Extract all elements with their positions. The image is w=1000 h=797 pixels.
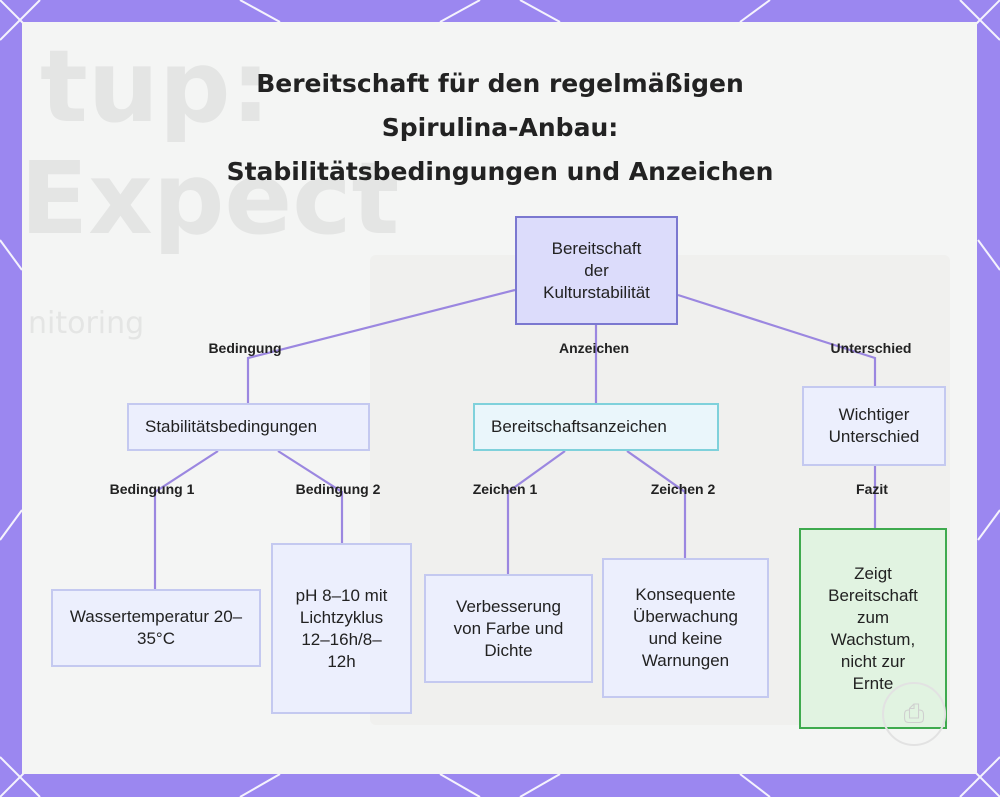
- edge-label-zeichen-2: Zeichen 2: [650, 481, 716, 497]
- edge-stabilitaet-ph: [277, 450, 344, 543]
- edge-stabilitaet-wasser: [153, 450, 219, 589]
- edge-label-unterschied: Unterschied: [830, 340, 912, 356]
- edge-label-bedingung: Bedingung: [208, 340, 282, 356]
- edge-label-anzeichen: Anzeichen: [558, 340, 630, 356]
- edge-label-bedingung-1: Bedingung 1: [109, 481, 195, 497]
- node-ph-lichtzyklus: pH 8–10 mit Lichtzyklus 12–16h/8–12h: [271, 543, 412, 714]
- node-stabilitaetsbedingungen: Stabilitätsbedingungen: [127, 403, 370, 451]
- node-wichtiger-unterschied: Wichtiger Unterschied: [802, 386, 946, 466]
- edge-anzeichen-farbe: [506, 450, 566, 574]
- node-verbesserung-farbe: Verbesserung von Farbe und Dichte: [424, 574, 593, 683]
- edge-label-fazit: Fazit: [856, 481, 888, 497]
- background-text-2: Expect: [20, 140, 400, 257]
- edge-label-zeichen-1: Zeichen 1: [472, 481, 538, 497]
- node-root: Bereitschaft der Kulturstabilität: [515, 216, 678, 325]
- background-text-3: nitoring: [28, 306, 145, 341]
- diagram-title: Bereitschaft für den regelmäßigen Spirul…: [200, 62, 800, 194]
- node-ueberwachung: Konsequente Überwachung und keine Warnun…: [602, 558, 769, 698]
- edge-label-bedingung-2: Bedingung 2: [295, 481, 381, 497]
- title-line-3: Stabilitätsbedingungen und Anzeichen: [226, 157, 774, 186]
- title-line-1: Bereitschaft für den regelmäßigen: [256, 69, 744, 98]
- node-bereitschaftsanzeichen: Bereitschaftsanzeichen: [473, 403, 719, 451]
- node-wassertemperatur: Wassertemperatur 20–35°C: [51, 589, 261, 667]
- edge-anzeichen-ueberwachung: [626, 450, 687, 558]
- title-line-2: Spirulina-Anbau:: [381, 113, 619, 142]
- edge-root-unterschied: [677, 293, 877, 386]
- camera-icon: ⎙: [882, 682, 946, 746]
- background-text-1: tup:: [40, 28, 271, 145]
- edge-root-stabilitaet: [246, 288, 516, 403]
